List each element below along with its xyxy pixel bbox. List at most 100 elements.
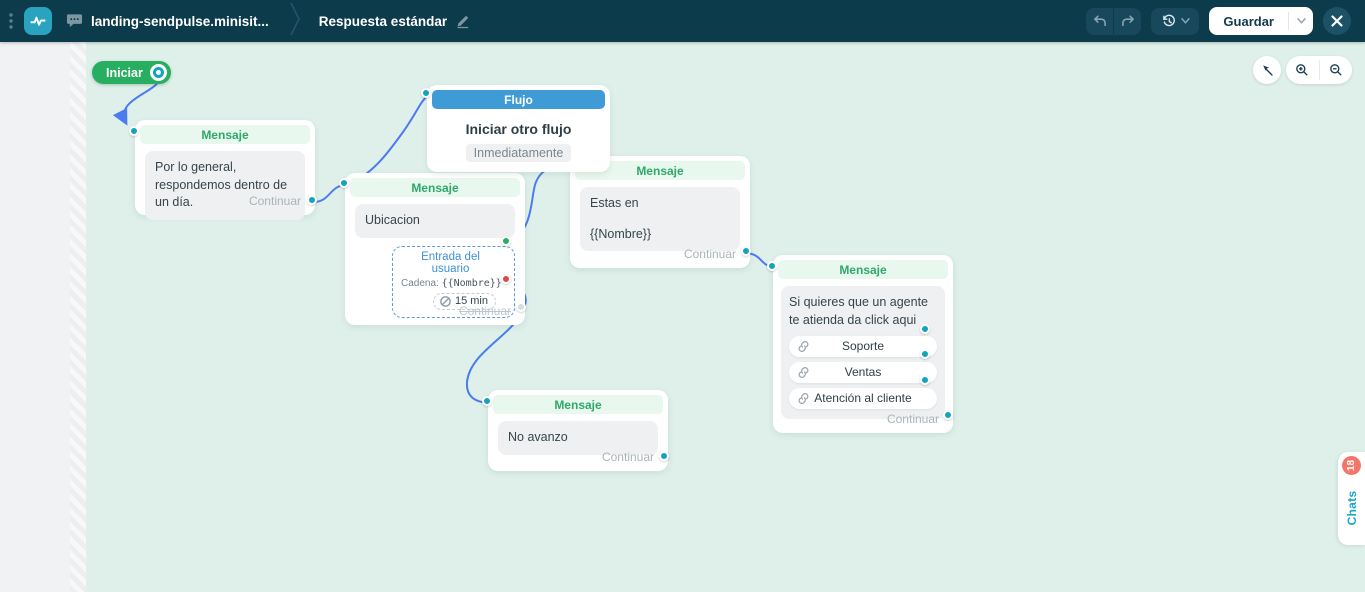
user-input-variable-row: Cadena: {{Nombre}}: [401, 278, 506, 289]
link-icon: [798, 341, 809, 352]
message-line: Si quieres que un agente te atienda da c…: [789, 295, 928, 327]
node-message-respondemos[interactable]: Mensaje Por lo general, respondemos dent…: [135, 120, 315, 220]
save-button[interactable]: Guardar: [1223, 13, 1274, 29]
node-message-no-avanzo[interactable]: Mensaje No avanzo Continuar: [488, 390, 668, 471]
close-x-icon: [1331, 15, 1343, 27]
port-continue-msg2-disabled[interactable]: [516, 302, 526, 312]
button-divider: [1288, 12, 1289, 30]
top-bar-actions: Guardar: [1086, 7, 1365, 35]
node-type-header: Flujo: [432, 90, 605, 109]
flow-action-title: Iniciar otro flujo: [465, 121, 572, 137]
port-button-soporte[interactable]: [920, 324, 930, 334]
continue-label-disabled: Continuar: [458, 304, 511, 318]
node-message-agente[interactable]: Mensaje Si quieres que un agente te atie…: [773, 255, 953, 433]
zoom-out-button[interactable]: [1320, 56, 1353, 84]
continue-label: Continuar: [683, 247, 736, 261]
continue-label: Continuar: [886, 412, 939, 426]
message-text-bubble: Si quieres que un agente te atienda da c…: [781, 286, 945, 419]
zoom-divider: [1318, 60, 1320, 80]
pointer-tool-icon: [1262, 64, 1273, 76]
zoom-out-icon: [1329, 64, 1342, 76]
chats-tab[interactable]: 18 Chats: [1338, 452, 1365, 545]
port-input-msg4[interactable]: [767, 261, 777, 271]
node-message-ubicacion[interactable]: Mensaje Ubicacion Entrada del usuario Ca…: [345, 173, 525, 325]
node-type-header: Mensaje: [350, 178, 520, 197]
history-clock-icon: [1163, 14, 1175, 27]
history-button[interactable]: [1151, 7, 1200, 35]
message-variable: {{Nombre}}: [590, 226, 652, 241]
app-logo[interactable]: [24, 7, 52, 35]
breadcrumb-separator: [289, 1, 301, 42]
undo-redo-group: [1086, 7, 1142, 35]
save-options-button[interactable]: [1289, 7, 1313, 35]
link-icon: [798, 367, 809, 378]
redo-button[interactable]: [1114, 8, 1141, 35]
port-button-ventas[interactable]: [920, 349, 930, 359]
node-type-header: Mensaje: [140, 125, 310, 144]
zoom-controls: [1286, 56, 1352, 84]
start-output-port[interactable]: [149, 64, 167, 81]
node-flow[interactable]: Flujo Iniciar otro flujo Inmediatamente: [427, 85, 610, 172]
message-line: Estas en: [590, 196, 639, 210]
quick-reply-label: Ventas: [844, 365, 882, 380]
quick-reply-button-atencion[interactable]: Atención al cliente: [789, 388, 937, 409]
port-input-msg5[interactable]: [482, 396, 492, 406]
message-text-bubble: Ubicacion: [355, 204, 515, 238]
bot-title[interactable]: landing-sendpulse.minisit...: [91, 13, 269, 29]
continue-label: Continuar: [248, 194, 301, 208]
undo-arrow-icon: [1094, 15, 1106, 27]
port-input-msg1[interactable]: [129, 126, 139, 136]
flow-title: Respuesta estándar: [318, 13, 448, 29]
start-node[interactable]: Iniciar: [92, 61, 171, 84]
chevron-down-icon: [1181, 18, 1190, 24]
quick-reply-label: Soporte: [841, 339, 885, 354]
port-button-atencion[interactable]: [920, 375, 930, 385]
save-split-button: Guardar: [1209, 7, 1313, 35]
button-divider: [1113, 7, 1115, 35]
zoom-in-button[interactable]: [1286, 56, 1319, 84]
chats-tab-label: Chats: [1344, 490, 1359, 526]
link-icon: [798, 393, 809, 404]
continue-label: Continuar: [601, 450, 654, 464]
undo-button[interactable]: [1086, 8, 1113, 35]
edge-msg1-to-flow: [345, 94, 429, 186]
edit-flow-title-icon[interactable]: [455, 14, 470, 29]
quick-reply-button-soporte[interactable]: Soporte: [789, 336, 937, 357]
port-continue-msg4[interactable]: [943, 410, 953, 420]
port-continue-msg1[interactable]: [307, 195, 317, 205]
pointer-tool-button[interactable]: [1253, 56, 1281, 84]
node-type-header: Mensaje: [575, 161, 745, 180]
user-input-block[interactable]: Entrada del usuario Cadena: {{Nombre}} 1…: [392, 245, 515, 318]
port-continue-msg5[interactable]: [659, 451, 669, 461]
node-message-estas-en[interactable]: Mensaje Estas en {{Nombre}} Continuar: [570, 156, 750, 268]
message-text-bubble: Por lo general, respondemos dentro de un…: [145, 151, 305, 220]
pulse-logo-icon: [30, 16, 46, 26]
port-input-flow[interactable]: [421, 88, 431, 98]
sidebar-canvas-gutter: [70, 42, 86, 592]
message-text-bubble: Estas en {{Nombre}}: [580, 187, 740, 251]
chats-unread-badge: 18: [1342, 456, 1361, 475]
chevron-down-icon: [1296, 18, 1306, 24]
bot-chat-icon: [66, 13, 83, 29]
quick-reply-label: Atención al cliente: [814, 391, 912, 406]
close-editor-button[interactable]: [1323, 7, 1351, 35]
port-user-input-success[interactable]: [501, 236, 511, 246]
node-type-header: Mensaje: [493, 395, 663, 414]
block-palette-sidebar: [0, 42, 70, 592]
kebab-menu-icon[interactable]: [4, 12, 18, 30]
quick-reply-button-ventas[interactable]: Ventas: [789, 362, 937, 383]
no-reply-icon: [440, 295, 451, 307]
message-text-bubble: No avanzo: [498, 421, 658, 455]
flow-timing-chip: Inmediatamente: [465, 144, 572, 162]
port-input-msg2[interactable]: [339, 178, 349, 188]
variable-type-label: Cadena:: [401, 277, 439, 289]
port-user-input-timeout[interactable]: [501, 274, 511, 284]
user-input-title: Entrada del usuario: [421, 250, 480, 275]
variable-name: {{Nombre}}: [441, 277, 502, 289]
top-bar: landing-sendpulse.minisit... Respuesta e…: [0, 0, 1365, 42]
zoom-in-icon: [1296, 64, 1308, 76]
node-type-header: Mensaje: [778, 260, 948, 279]
port-continue-msg3[interactable]: [741, 246, 751, 256]
start-label: Iniciar: [106, 65, 143, 80]
